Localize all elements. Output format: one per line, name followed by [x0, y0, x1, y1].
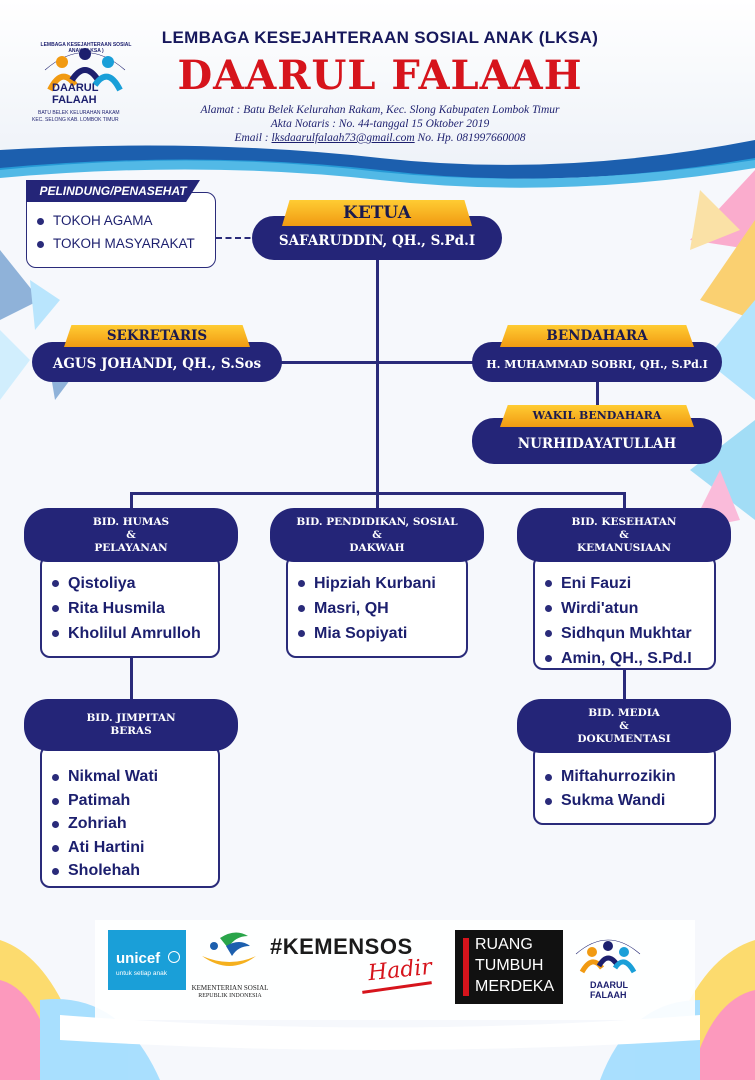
logo-sub1: BATU BELEK KELURAHAN RAKAM: [38, 110, 120, 116]
jimpitan-header: BID. JIMPITAN BERAS: [24, 699, 238, 751]
unicef-logo: unicef untuk setiap anak: [108, 930, 186, 990]
pendidikan-header: BID. PENDIDIKAN, SOSIAL & DAKWAH: [270, 508, 484, 562]
jimpitan-title2: BERAS: [110, 725, 152, 737]
member-item: Kholilul Amrulloh: [52, 621, 201, 646]
sekretaris-name: AGUS JOHANDI, QH., S.Sos: [32, 342, 282, 382]
kesehatan-header: BID. KESEHATAN & KEMANUSIAAN: [517, 508, 731, 562]
member-item: Wirdi'atun: [545, 596, 692, 621]
humas-members: Qistoliya Rita Husmila Kholilul Amrulloh: [52, 571, 201, 646]
connector-humas: [130, 492, 133, 512]
humas-header: BID. HUMAS & PELAYANAN: [24, 508, 238, 562]
advisor-box: TOKOH AGAMA TOKOH MASYARAKAT: [26, 192, 216, 268]
email-link[interactable]: lksdaarulfalaah73@gmail.com: [271, 132, 415, 144]
member-item: Masri, QH: [298, 596, 436, 621]
advisor-list: TOKOH AGAMA TOKOH MASYARAKAT: [37, 209, 195, 255]
jimpitan-title1: BID. JIMPITAN: [86, 712, 176, 724]
phone-text: No. Hp. 081997660008: [417, 132, 526, 144]
jimpitan-members-box: Nikmal Wati Patimah Zohriah Ati Hartini …: [40, 745, 220, 888]
logo-figures-icon: [44, 48, 126, 92]
member-item: Qistoliya: [52, 571, 201, 596]
notary-line: Akta Notaris : No. 44-tanggal 15 Oktober…: [270, 118, 490, 130]
connector-kesehatan: [623, 492, 626, 512]
humas-title3: PELAYANAN: [94, 541, 168, 554]
advisor-item: TOKOH AGAMA: [37, 209, 195, 232]
jimpitan-members: Nikmal Wati Patimah Zohriah Ati Hartini …: [52, 765, 158, 883]
email-label: Email :: [234, 132, 269, 144]
ruang-line2: TUMBUH: [475, 957, 544, 974]
connector-main-vertical: [376, 258, 379, 493]
member-item: Eni Fauzi: [545, 571, 692, 596]
logo-name-line1: DAARUL: [52, 82, 99, 94]
media-members: Miftahurrozikin Sukma Wandi: [545, 765, 676, 812]
humas-members-box: Qistoliya Rita Husmila Kholilul Amrulloh: [40, 555, 220, 658]
pendidikan-title3: DAKWAH: [349, 541, 405, 554]
member-item: Miftahurrozikin: [545, 765, 676, 789]
unicef-wordmark: unicef: [116, 950, 161, 967]
bendahara-role: BENDAHARA: [500, 325, 694, 347]
media-members-box: Miftahurrozikin Sukma Wandi: [533, 745, 716, 825]
member-item: Zohriah: [52, 812, 158, 836]
advisor-title: PELINDUNG/PENASEHAT: [26, 180, 200, 202]
ketua-role: KETUA: [282, 200, 472, 226]
pendidikan-members: Hipziah Kurbani Masri, QH Mia Sopiyati: [298, 571, 436, 646]
member-item: Sukma Wandi: [545, 789, 676, 813]
connector-pendidikan: [376, 492, 379, 512]
kesehatan-members: Eni Fauzi Wirdi'atun Sidhqun Mukhtar Ami…: [545, 571, 692, 671]
member-item: Hipziah Kurbani: [298, 571, 436, 596]
member-item: Patimah: [52, 789, 158, 813]
globe-icon: [168, 951, 180, 963]
member-item: Sholehah: [52, 859, 158, 883]
advisor-item: TOKOH MASYARAKAT: [37, 232, 195, 255]
footer-logo-figures-icon: [575, 939, 641, 974]
pendidikan-title1: BID. PENDIDIKAN, SOSIAL: [296, 515, 458, 528]
pendidikan-title2: &: [372, 528, 382, 541]
connector-kesehatan-media: [623, 668, 626, 703]
humas-title2: &: [126, 528, 136, 541]
lksa-logo: LEMBAGA KESEJAHTERAAN SOSIAL ANAK ( LKSA…: [30, 30, 140, 130]
logo-sub2: KEC. SELONG KAB. LOMBOK TIMUR: [32, 117, 119, 123]
connector-humas-jimpitan: [130, 655, 133, 703]
kemensos-logo: KEMENTERIAN SOSIAL REPUBLIK INDONESIA: [190, 928, 270, 1008]
ruang-tumbuh-logo: RUANG TUMBUH MERDEKA: [455, 930, 563, 1004]
connector-bendahara-wakil: [596, 378, 599, 408]
kesehatan-title3: KEMANUSIAAN: [576, 541, 672, 554]
connector-advisor: [216, 237, 260, 239]
kemensos-emblem-icon: [202, 932, 256, 966]
org-name: DAARUL FALAAH: [177, 52, 583, 99]
humas-title1: BID. HUMAS: [92, 515, 170, 528]
ruang-red-bar: [463, 938, 469, 996]
connector-sekretaris-bendahara: [270, 361, 480, 364]
member-item: Ati Hartini: [52, 836, 158, 860]
kesehatan-title1: BID. KESEHATAN: [571, 515, 677, 528]
media-title1: BID. MEDIA: [588, 706, 660, 719]
kesehatan-title2: &: [619, 528, 629, 541]
ruang-line3: MERDEKA: [475, 978, 555, 995]
bendahara-name: H. MUHAMMAD SOBRI, QH., S.Pd.I: [472, 342, 722, 382]
wakil-bendahara-role: WAKIL BENDAHARA: [500, 405, 694, 427]
member-item: Sidhqun Mukhtar: [545, 621, 692, 646]
contact-line: Email : lksdaarulfalaah73@gmail.com No. …: [120, 132, 640, 144]
hashtag-kemensos: #KEMENSOS: [270, 934, 413, 959]
media-header: BID. MEDIA & DOKUMENTASI: [517, 699, 731, 753]
logo-arc-text: LEMBAGA KESEJAHTERAAN SOSIAL ANAK ( LKSA…: [40, 42, 132, 54]
org-line: LEMBAGA KESEJAHTERAAN SOSIAL ANAK (LKSA): [161, 28, 599, 47]
member-item: Rita Husmila: [52, 596, 201, 621]
media-title2: &: [619, 719, 629, 732]
media-title3: DOKUMENTASI: [577, 732, 671, 745]
kemensos-line2: REPUBLIK INDONESIA: [198, 993, 262, 999]
member-item-continued: Amin, QH., S.Pd.I: [545, 646, 692, 671]
unicef-tagline: untuk setiap anak: [116, 970, 167, 977]
lksa-footer-logo: DAARUL FALAAH: [568, 928, 648, 1008]
address-line: Alamat : Batu Belek Kelurahan Rakam, Kec…: [200, 104, 560, 116]
sekretaris-role: SEKRETARIS: [64, 325, 250, 347]
footer-logo-line2: FALAAH: [590, 990, 627, 1000]
member-item: Mia Sopiyati: [298, 621, 436, 646]
ruang-line1: RUANG: [475, 936, 533, 953]
footer-logo-line1: DAARUL: [590, 980, 628, 990]
member-item: Nikmal Wati: [52, 765, 158, 789]
pendidikan-members-box: Hipziah Kurbani Masri, QH Mia Sopiyati: [286, 555, 468, 658]
kesehatan-members-box: Eni Fauzi Wirdi'atun Sidhqun Mukhtar Ami…: [533, 555, 716, 670]
logo-name-line2: FALAAH: [52, 94, 97, 106]
kemensos-line1: KEMENTERIAN SOSIAL: [191, 984, 269, 992]
